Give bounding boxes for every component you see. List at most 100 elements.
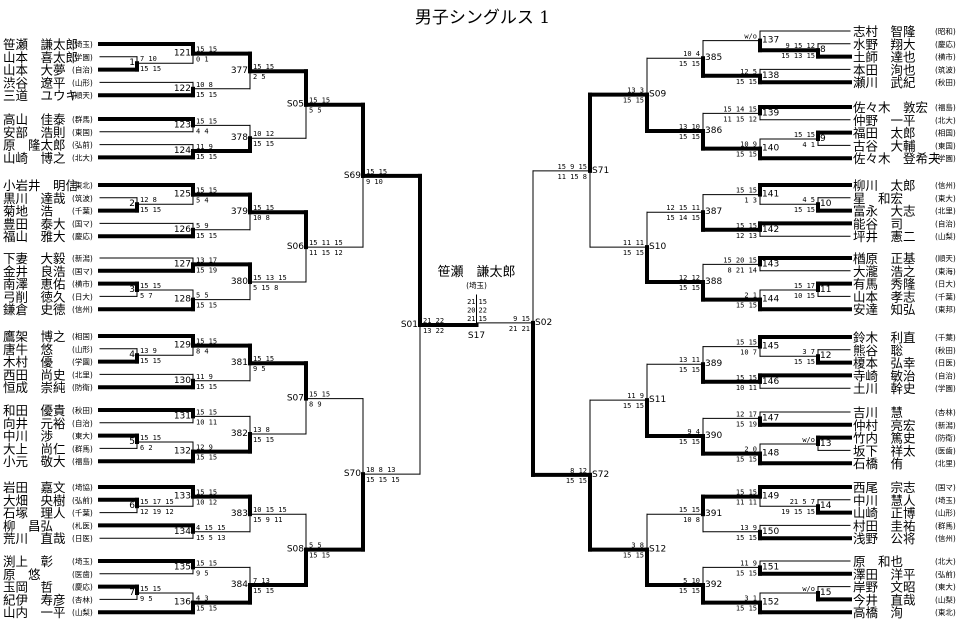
player-name: 鷹架 博之 [3, 329, 66, 344]
player-name: 弓削 徳久 [3, 289, 66, 304]
player-name: 金井 良浩 [3, 264, 66, 279]
match-bottom-score: 2 5 [253, 73, 266, 81]
player-name: 榎本 弘幸 [853, 356, 916, 371]
match-number: 14 [820, 501, 832, 511]
match-top-score: 12 8 [140, 196, 157, 204]
match-bottom-score: 15 15 [736, 151, 757, 159]
player-affiliation: (北里) [72, 370, 93, 379]
match-bottom-score: 15 15 [253, 140, 274, 148]
match-number: 10 [820, 199, 832, 209]
match-top-score: 10 4 [683, 50, 700, 58]
player-affiliation: (学園) [72, 52, 93, 62]
match-bottom-score: 15 15 [140, 357, 161, 365]
match-bottom-score: 15 15 [679, 366, 700, 374]
match-top-score: 4 5 [802, 196, 815, 204]
player-affiliation: (自治) [935, 218, 956, 228]
player-affiliation: (日医) [72, 534, 93, 543]
match-number: 389 [705, 359, 722, 369]
match-bottom-score: 9 5 [140, 595, 153, 603]
player-name: 恒成 崇純 [3, 380, 66, 395]
player-affiliation: (千葉) [72, 206, 93, 216]
match-top-score: 9 4 [687, 428, 700, 436]
match-number: 384 [231, 580, 248, 590]
match-bottom-score: 15 19 [196, 266, 217, 274]
match-number: S02 [535, 318, 552, 328]
match-top-score: 13 17 [196, 256, 217, 264]
match-bottom-score: 10 7 [740, 349, 757, 357]
player-affiliation: (順天) [72, 91, 93, 100]
match-top-score: 15 15 [140, 434, 161, 442]
player-name: 渋谷 遼平 [3, 75, 66, 90]
match-bottom-score: 15 19 [736, 420, 757, 428]
match-bottom-score: 0 1 [196, 56, 209, 64]
player-name: 安達 知弘 [853, 302, 916, 317]
player-name: 原 隆太郎 [3, 138, 66, 153]
player-affiliation: (学園) [935, 153, 956, 163]
match-top-score: 7 10 [140, 55, 157, 63]
match-number: 126 [174, 225, 191, 235]
match-bottom-score: 11 15 12 [723, 115, 757, 123]
player-name: 福田 太郎 [853, 126, 916, 141]
match-top-score: 15 15 [679, 506, 700, 514]
player-name: 竹内 篤史 [853, 431, 916, 446]
match-number: 391 [705, 509, 722, 519]
match-number: 136 [174, 598, 191, 608]
player-name: 向井 元裕 [3, 416, 66, 431]
match-top-score: 15 20 15 [723, 256, 757, 264]
player-name: 高橋 洵 [853, 605, 903, 620]
player-name: 柳 昌弘 [3, 518, 53, 533]
match-top-score: 15 15 [366, 168, 387, 176]
player-name: 中川 慧人 [853, 493, 916, 508]
player-name: 原 和也 [853, 554, 903, 569]
match-number: 147 [762, 413, 779, 423]
match-top-score: 15 15 [196, 408, 217, 416]
match-top-score: 9 15 12 [785, 42, 815, 50]
player-affiliation: (弘前) [935, 569, 956, 579]
match-bottom-score: 6 2 [140, 444, 153, 452]
match-number: S07 [287, 394, 304, 404]
match-bottom-score: 15 15 [679, 60, 700, 68]
match-bottom-score: 15 15 [736, 569, 757, 577]
player-affiliation: (北里) [935, 207, 956, 216]
match-top-score: 15 15 [736, 374, 757, 382]
player-affiliation: (日医) [935, 359, 956, 368]
match-bottom-score: 15 13 15 [781, 52, 815, 60]
player-name: 楢原 正基 [853, 251, 916, 266]
player-name: 土川 幹史 [853, 381, 916, 396]
player-name: 南澤 恵佑 [3, 277, 66, 292]
match-number: 7 [129, 588, 135, 598]
match-number: 130 [174, 376, 191, 386]
player-affiliation: (埼玉) [72, 556, 93, 566]
player-name: 水野 翔大 [853, 37, 916, 52]
match-top-score: 15 15 [736, 339, 757, 347]
player-name: 菊地 浩 [3, 204, 53, 219]
player-affiliation: (日大) [72, 291, 93, 301]
player-name: 紀伊 寿彦 [3, 592, 66, 607]
match-number: 378 [231, 133, 248, 143]
match-bottom-score: 15 15 [679, 133, 700, 141]
match-number: 390 [705, 431, 722, 441]
match-top-score: 13 8 [253, 426, 270, 434]
match-number: 381 [231, 358, 248, 368]
match-number: 8 [820, 45, 826, 55]
match-top-score: w/o [802, 436, 815, 444]
player-affiliation: (群馬) [935, 520, 956, 530]
match-top-score: 15 15 [253, 355, 274, 363]
match-number: 149 [762, 492, 779, 502]
player-affiliation: (群馬) [72, 443, 93, 453]
match-number: S71 [592, 166, 609, 176]
match-bottom-score: 8 4 [196, 348, 209, 356]
player-affiliation: (新潟) [72, 253, 93, 263]
match-top-score: 15 17 [794, 282, 815, 290]
match-bottom-score: 15 15 [794, 358, 815, 366]
match-top-score: w/o [802, 585, 815, 593]
player-affiliation: (杏林) [935, 407, 956, 417]
match-top-score: 10 12 [253, 130, 274, 138]
match-bottom-score: 15 15 [196, 383, 217, 391]
match-bottom-score: 15 15 [196, 302, 217, 310]
player-affiliation: (群馬) [72, 114, 93, 124]
match-number: 379 [231, 207, 248, 217]
match-bottom-score: 4 1 [802, 141, 815, 149]
match-number: 127 [174, 259, 191, 269]
